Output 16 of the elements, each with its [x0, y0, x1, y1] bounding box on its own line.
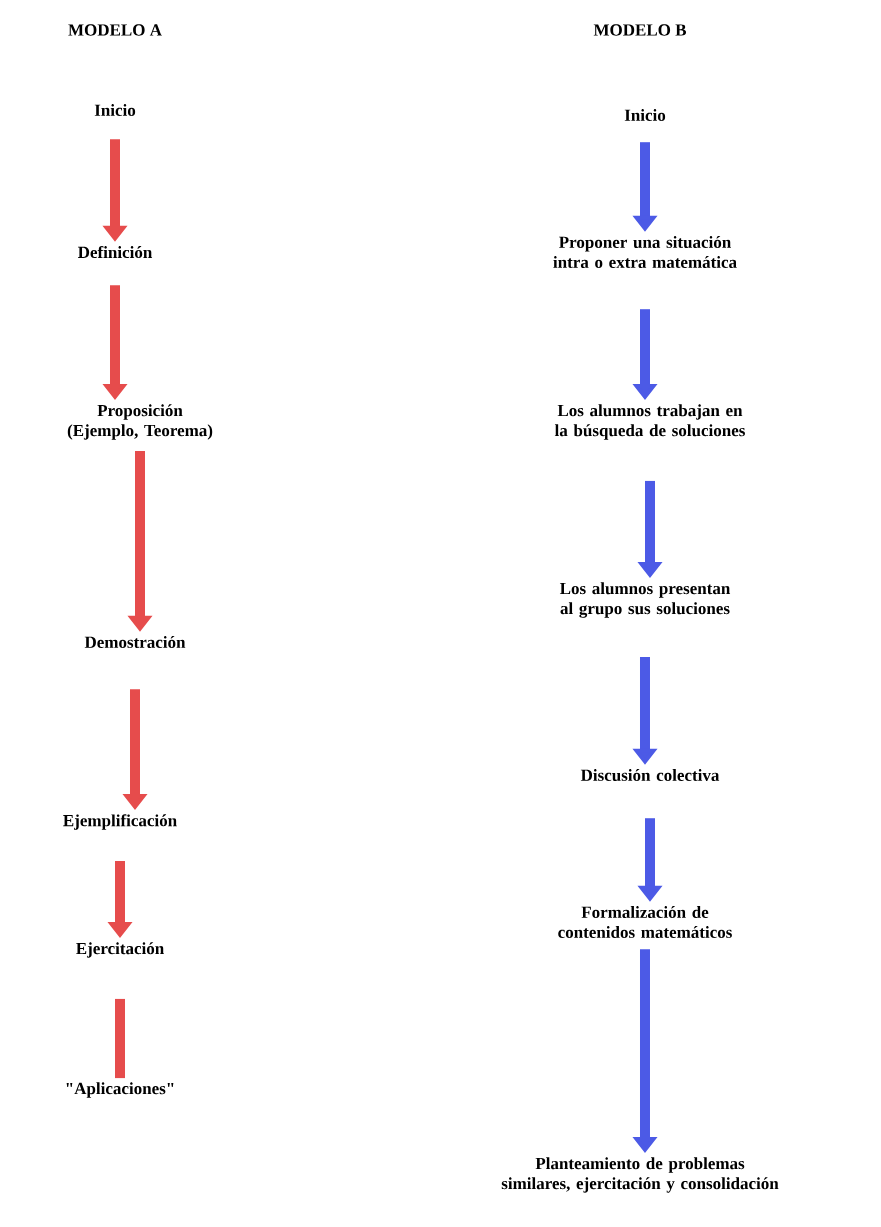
step-text: Los alumnos trabajan en la búsqueda de soluciones — [554, 404, 745, 440]
step-text: Los alumnos presentan al grupo sus soluciones — [559, 582, 731, 618]
step-text: Planteamiento de problemas similares, ejercitación y consolidación — [501, 1157, 779, 1193]
step-text: Ejercitación — [76, 942, 164, 958]
step-text: Ejemplificación — [63, 814, 177, 830]
step-text: Formalización de contenidos matemáticos — [558, 906, 732, 938]
column-heading: MODELO B — [593, 24, 687, 36]
step-text: Proponer una situación intra o extra matemática — [553, 236, 737, 268]
step-text: Demostración — [84, 636, 186, 648]
step-text: Proposición (Ejemplo, Teorema) — [67, 404, 213, 440]
step-text: "Aplicaciones" — [66, 1082, 174, 1098]
step-text: Definición — [78, 245, 153, 259]
step-text: Inicio — [94, 104, 136, 116]
step-text: Discusión colectiva — [580, 769, 720, 781]
column-heading: MODELO A — [68, 24, 162, 36]
step-text: Inicio — [624, 109, 666, 121]
